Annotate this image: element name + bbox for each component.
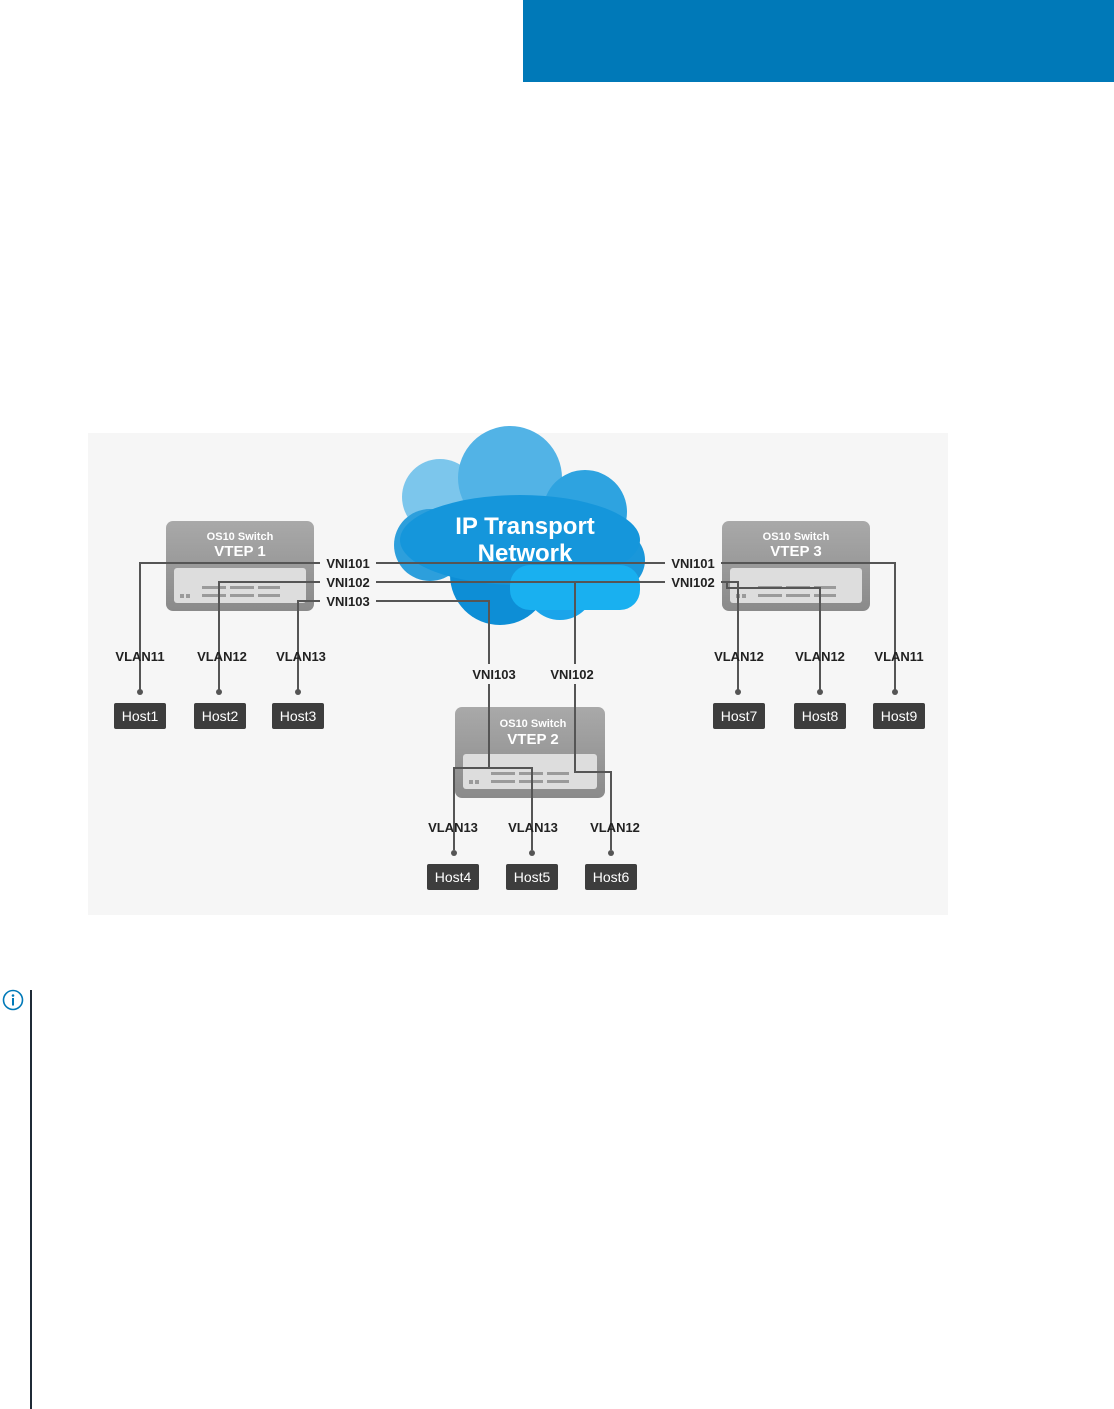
host-label: Host4 [435,869,472,885]
vlan-label: VLAN12 [714,649,764,664]
vni-label: VNI101 [326,556,369,571]
cloud-label-line1: IP Transport [455,513,595,540]
vtep1-name: VTEP 1 [214,543,265,560]
vni-label: VNI103 [326,594,369,609]
host-label: Host1 [122,708,159,724]
header-banner [523,0,1114,82]
vlan-label: VLAN11 [874,649,923,664]
vlan-label: VLAN13 [428,820,478,835]
vni-label: VNI101 [671,556,714,571]
vlan-label: VLAN13 [508,820,558,835]
vlan-label: VLAN11 [115,649,164,664]
host-label: Host2 [202,708,239,724]
host-label: Host6 [593,869,630,885]
vlan-label: VLAN12 [590,820,640,835]
vtep2-model: OS10 Switch [500,718,567,730]
vtep1-model: OS10 Switch [207,531,274,543]
vtep3-name: VTEP 3 [770,543,821,560]
host-label: Host7 [721,708,758,724]
note-vertical-rule [30,990,32,1409]
host-boxes [114,703,925,890]
host-label: Host3 [280,708,317,724]
vni-label: VNI102 [326,575,369,590]
vlan-label: VLAN12 [795,649,845,664]
host-label: Host5 [514,869,551,885]
vtep3-model: OS10 Switch [763,531,830,543]
vlan-label: VLAN12 [197,649,247,664]
host-label: Host8 [802,708,839,724]
host-label: Host9 [881,708,918,724]
switch-vtep1 [166,521,314,611]
vlan-label: VLAN13 [276,649,326,664]
connection-lines [139,562,896,850]
vni-label: VNI102 [550,667,593,682]
endpoint-dots [137,689,898,856]
vni-label: VNI103 [472,667,515,682]
vtep2-name: VTEP 2 [507,731,558,748]
switch-vtep2 [455,707,605,798]
vni-label: VNI102 [671,575,714,590]
info-circle-icon [2,989,24,1011]
